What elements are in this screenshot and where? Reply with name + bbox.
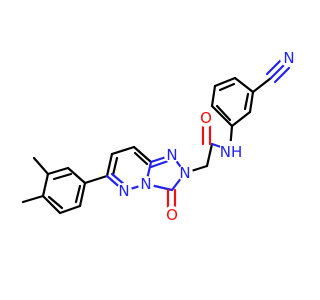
nitrile-bond	[269, 62, 287, 80]
cyanophenyl-ring	[210, 58, 291, 128]
double-bond-inner	[74, 184, 82, 204]
bond	[66, 166, 87, 185]
atom-ring-oxygen: O	[163, 206, 181, 224]
atom-label: N	[179, 164, 190, 182]
bond	[132, 145, 153, 164]
atom-label: N	[283, 49, 294, 67]
double-bond-inner	[218, 82, 236, 92]
atom-label: N	[166, 146, 177, 164]
bond	[83, 174, 109, 185]
nitrile-bond	[251, 76, 273, 94]
atom-label: N	[140, 175, 151, 193]
double-bond-inner	[47, 195, 64, 210]
double-bond-inner	[243, 92, 250, 111]
atom-triazole-nitrogen-1: N	[164, 146, 180, 164]
double-bond-inner	[133, 151, 149, 166]
bond	[230, 110, 252, 128]
bond	[105, 152, 114, 178]
bond	[210, 84, 217, 108]
atom-nitrile-nitrogen: N	[280, 49, 298, 67]
methyl-bond	[21, 194, 45, 204]
nitrile-bond	[273, 66, 291, 84]
bond	[210, 104, 234, 128]
atom-bridge-nitrogen: N	[138, 175, 154, 193]
bond	[78, 181, 87, 208]
atom-label: O	[200, 109, 212, 127]
bond	[41, 172, 50, 198]
atom-triazole-nitrogen-2: N	[177, 164, 193, 182]
bond	[248, 90, 255, 114]
methyl-bond	[32, 156, 50, 176]
double-bond-inner	[52, 172, 73, 181]
nitrile-bond	[265, 58, 283, 76]
atom-amide-oxygen: O	[197, 109, 215, 127]
bond	[205, 142, 214, 168]
atom-labels: N NH O N N N N O	[116, 49, 298, 224]
bond	[110, 145, 136, 156]
atom-label: O	[166, 206, 178, 224]
bond	[46, 166, 70, 176]
bond	[41, 194, 62, 215]
molecule-structure: N NH O N N N N O	[21, 49, 298, 224]
bond	[58, 204, 82, 215]
atom-amide-nitrogen: NH	[220, 141, 243, 164]
atom-label: N	[118, 182, 129, 200]
atom-label: NH	[220, 143, 243, 161]
bond	[233, 76, 255, 94]
bond	[213, 76, 237, 88]
atom-pyridazine-nitrogen: N	[116, 182, 132, 200]
double-bond-inner	[215, 104, 232, 122]
double-bond-inner	[111, 156, 119, 177]
dimethylphenyl-ring	[21, 156, 87, 215]
